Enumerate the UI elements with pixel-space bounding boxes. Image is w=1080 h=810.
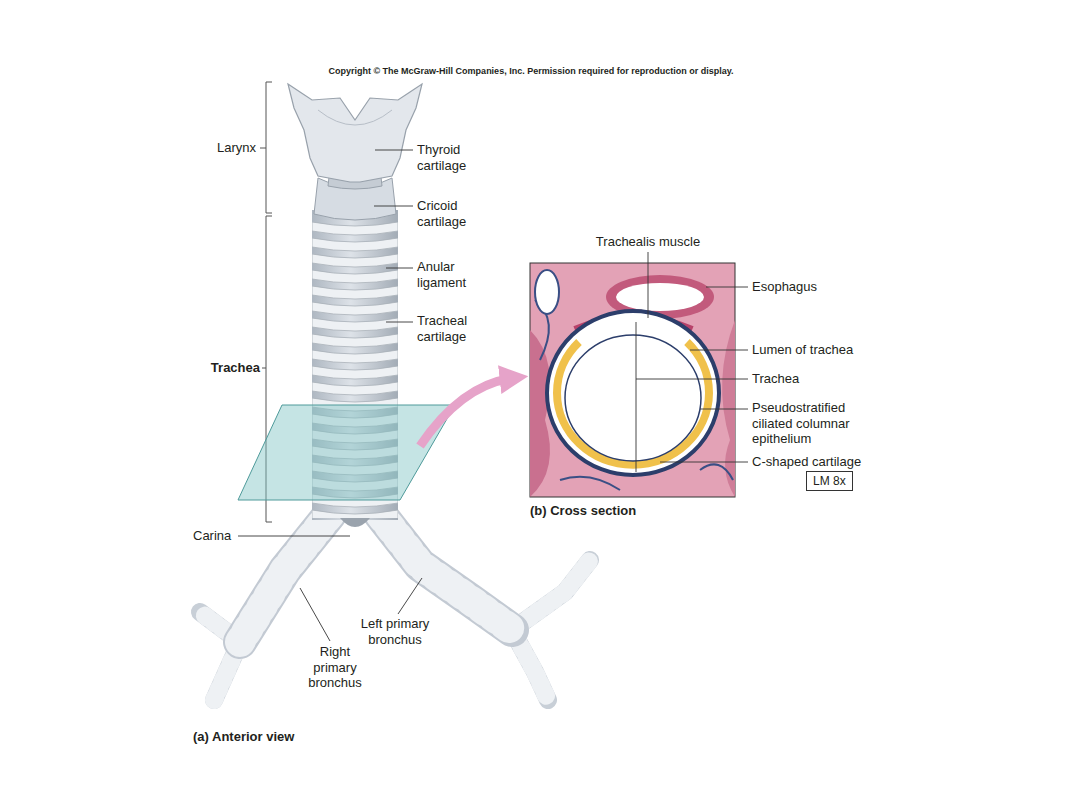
region-label: Trachea bbox=[180, 360, 260, 376]
magnification-label: LM 8x bbox=[806, 471, 853, 491]
esophagus-lumen bbox=[616, 283, 704, 311]
part-label: Cricoid cartilage bbox=[417, 198, 497, 229]
leader-line bbox=[375, 150, 413, 151]
part-label: Thyroid cartilage bbox=[417, 142, 497, 173]
vessel bbox=[535, 270, 559, 314]
trachea-wall bbox=[547, 311, 719, 475]
leader-line bbox=[648, 252, 649, 318]
right-bronchus bbox=[240, 514, 330, 642]
left-bronchus bbox=[380, 514, 512, 630]
right-bronchus-rings bbox=[240, 514, 330, 642]
epithelium bbox=[565, 335, 701, 461]
leader-line bbox=[300, 588, 330, 641]
leader-line bbox=[660, 462, 748, 463]
part-label: Right primary bronchus bbox=[300, 644, 370, 691]
part-label: Esophagus bbox=[752, 279, 872, 295]
part-label: Left primary bronchus bbox=[345, 616, 445, 647]
leader-line bbox=[398, 578, 422, 614]
thyroid-cartilage bbox=[288, 84, 422, 182]
part-label: Carina bbox=[193, 528, 237, 544]
left-bronchus-rings bbox=[380, 514, 512, 630]
leader-lines bbox=[238, 150, 748, 641]
copyright-note: Copyright © The McGraw-Hill Companies, I… bbox=[281, 66, 781, 77]
part-label: Trachealis muscle bbox=[568, 234, 728, 250]
part-label: Trachea bbox=[752, 371, 852, 387]
tissue-fibre bbox=[535, 300, 733, 490]
pointer-arrow bbox=[420, 378, 514, 446]
thyroid-shading bbox=[318, 110, 392, 125]
leader-line bbox=[386, 268, 413, 269]
larynx-bracket bbox=[260, 82, 272, 213]
carina bbox=[340, 518, 370, 527]
part-label: Anular ligament bbox=[417, 259, 487, 290]
section-plane bbox=[238, 405, 455, 500]
tissue bbox=[530, 330, 550, 497]
leader-line bbox=[386, 322, 413, 323]
bronchi bbox=[200, 514, 590, 700]
part-label: Lumen of trachea bbox=[752, 342, 892, 358]
leader-line bbox=[238, 536, 350, 537]
part-label: C-shaped cartilage bbox=[752, 454, 902, 470]
panel-caption: (a) Anterior view bbox=[193, 729, 413, 745]
part-label: Pseudostratified ciliated columnar epith… bbox=[752, 400, 872, 447]
leader-line bbox=[700, 409, 748, 410]
part-label: Larynx bbox=[180, 140, 256, 156]
tissue bbox=[722, 320, 735, 497]
leader-line bbox=[374, 206, 413, 207]
panel-caption: (b) Cross section bbox=[530, 503, 750, 519]
leader-line bbox=[690, 350, 748, 351]
leader-line bbox=[706, 287, 748, 288]
leader-line bbox=[636, 322, 748, 472]
part-label: Tracheal cartilage bbox=[417, 313, 487, 344]
